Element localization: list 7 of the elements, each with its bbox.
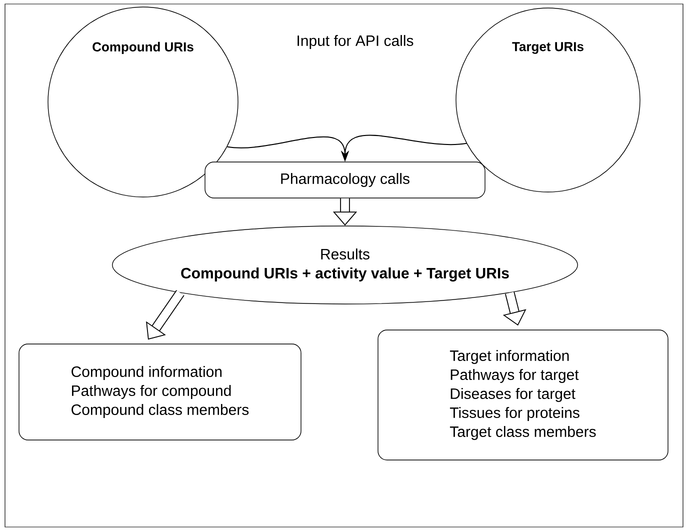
circle-node: Compound URIs — [48, 6, 238, 198]
rounded-box: Pharmacology calls — [204, 162, 486, 198]
rounded-box: Compound information Pathways for compound Compound class members — [18, 344, 302, 440]
arrow — [146, 290, 184, 340]
note-text: Input for API calls — [298, 35, 414, 49]
rounded-box: Target information Pathways for target Diseases for target Tissues for proteins Target class members — [378, 330, 668, 460]
circle-node: Target URIs — [456, 8, 640, 192]
